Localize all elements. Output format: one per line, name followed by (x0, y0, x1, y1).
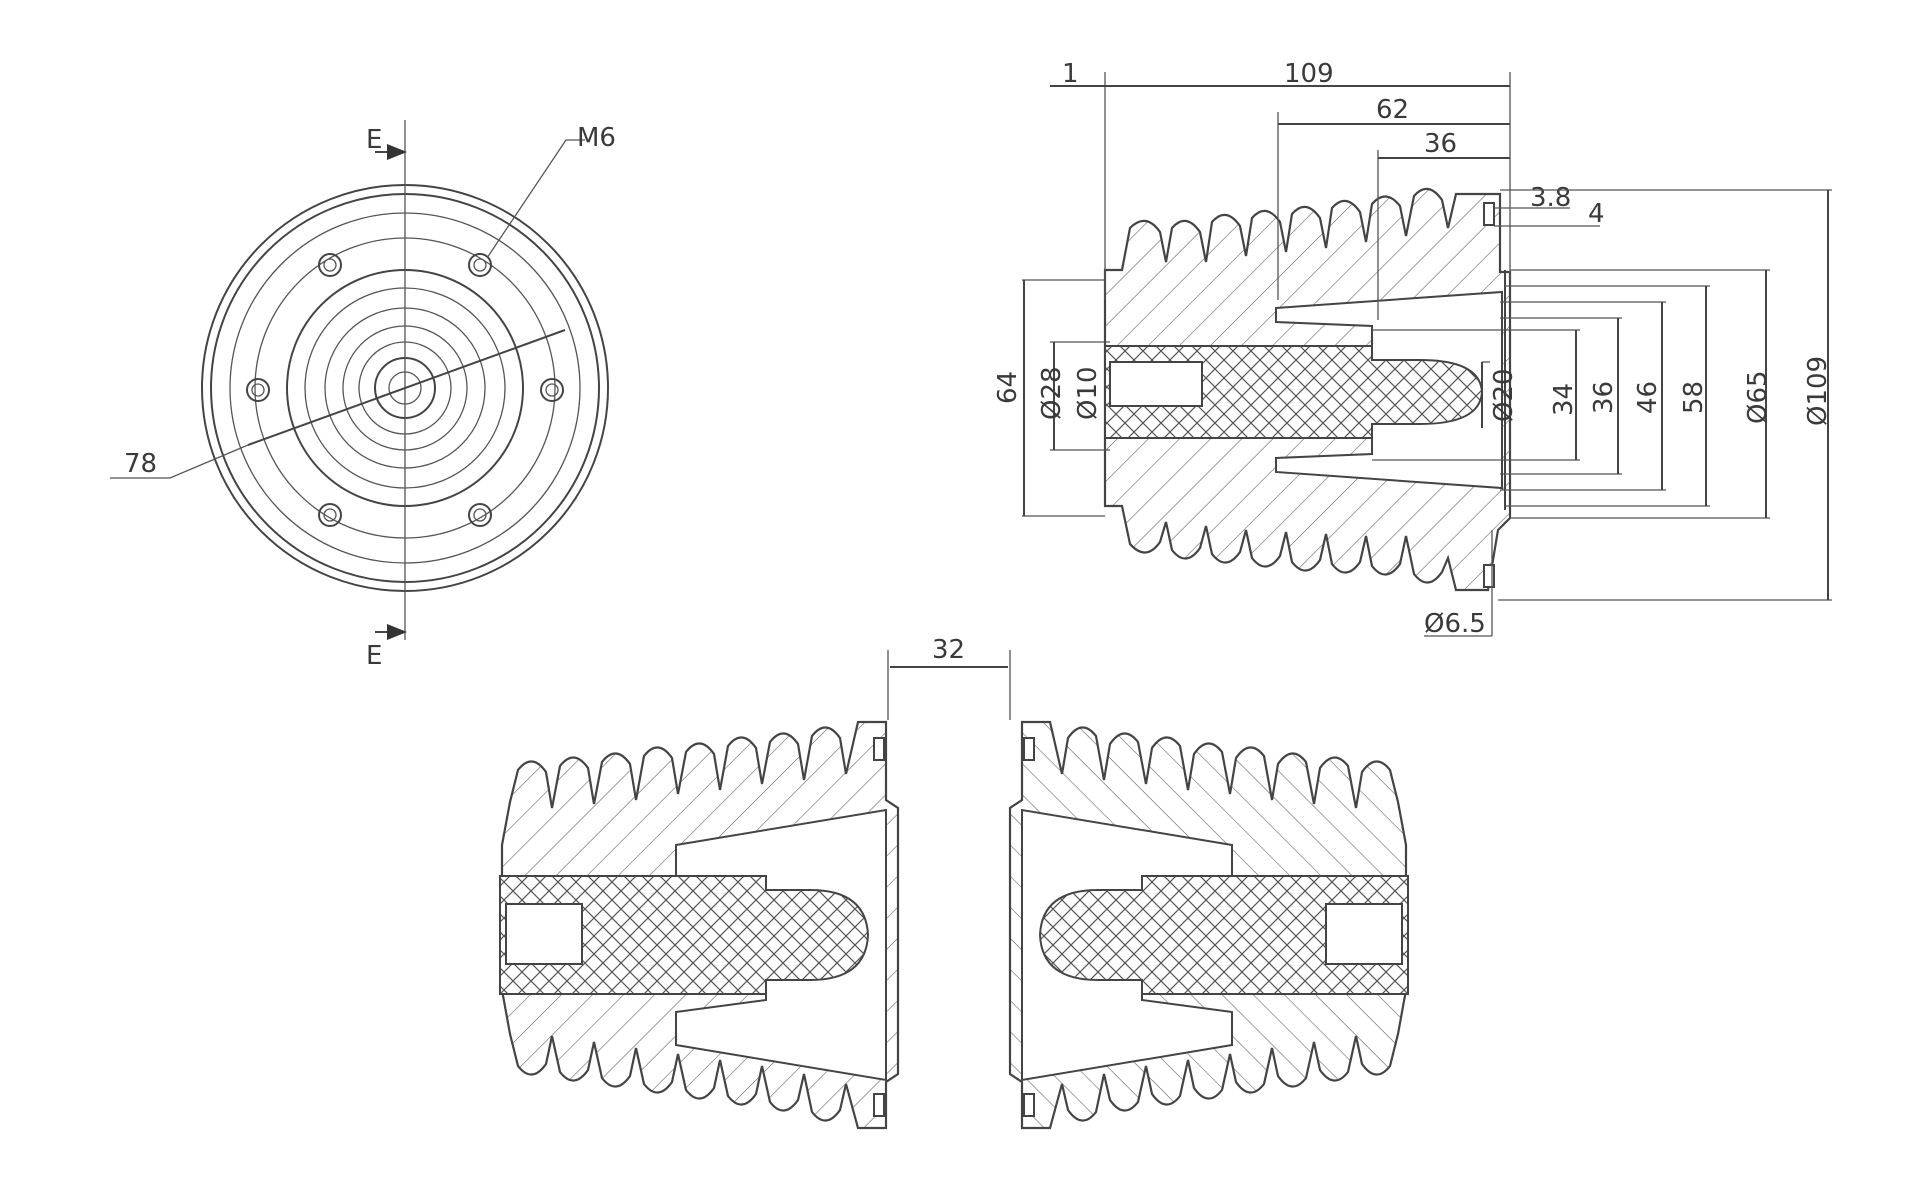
m6-label: M6 (577, 123, 616, 153)
dim-46: 46 (1633, 381, 1663, 414)
dim-diameter-65: Ø65 (1743, 370, 1773, 424)
dim-36-top: 36 (1424, 129, 1457, 159)
dim-diameter-6-5: Ø6.5 (1424, 609, 1486, 639)
m6-holes (246, 253, 564, 527)
dim-diameter-109: Ø109 (1803, 356, 1833, 426)
dim-109: 109 (1284, 59, 1334, 89)
diameter-78-label: 78 (124, 449, 157, 479)
section-mark-bottom: E (366, 641, 382, 671)
m6-hole (468, 503, 492, 527)
dim-diameter-10: Ø10 (1073, 366, 1103, 420)
edge-slot-bottom (1483, 564, 1495, 588)
dim-diameter-28: Ø28 (1037, 366, 1067, 420)
dim-58: 58 (1679, 381, 1709, 414)
section-mark-top: E (366, 125, 382, 155)
dim-36: 36 (1589, 381, 1619, 414)
m6-leader (486, 139, 585, 259)
right-insulator (1008, 720, 1409, 1130)
gap-label: 32 (932, 635, 965, 665)
dim-62: 62 (1376, 95, 1409, 125)
m6-hole (318, 253, 342, 277)
assembly-view: 32 (499, 635, 1409, 1130)
diameter-78-leader (110, 444, 249, 479)
diameter-78-line (247, 329, 566, 446)
dim-34: 34 (1549, 383, 1579, 416)
m6-hole (468, 253, 492, 277)
rod-bore (1109, 361, 1203, 407)
section-view: 1 109 62 36 3.8 4 64 Ø28 Ø10 Ø20 34 (993, 59, 1833, 639)
left-insulator (499, 720, 900, 1130)
dim-1: 1 (1062, 59, 1079, 89)
edge-slot-top (1483, 202, 1495, 226)
dim-diameter-20: Ø20 (1489, 368, 1519, 422)
dim-64: 64 (993, 371, 1023, 404)
front-view: E E M6 78 (110, 120, 616, 671)
m6-hole (318, 503, 342, 527)
dim-3-8: 3.8 (1530, 183, 1571, 213)
m6-hole (540, 378, 564, 402)
dim-4: 4 (1588, 199, 1605, 229)
m6-hole (246, 378, 270, 402)
